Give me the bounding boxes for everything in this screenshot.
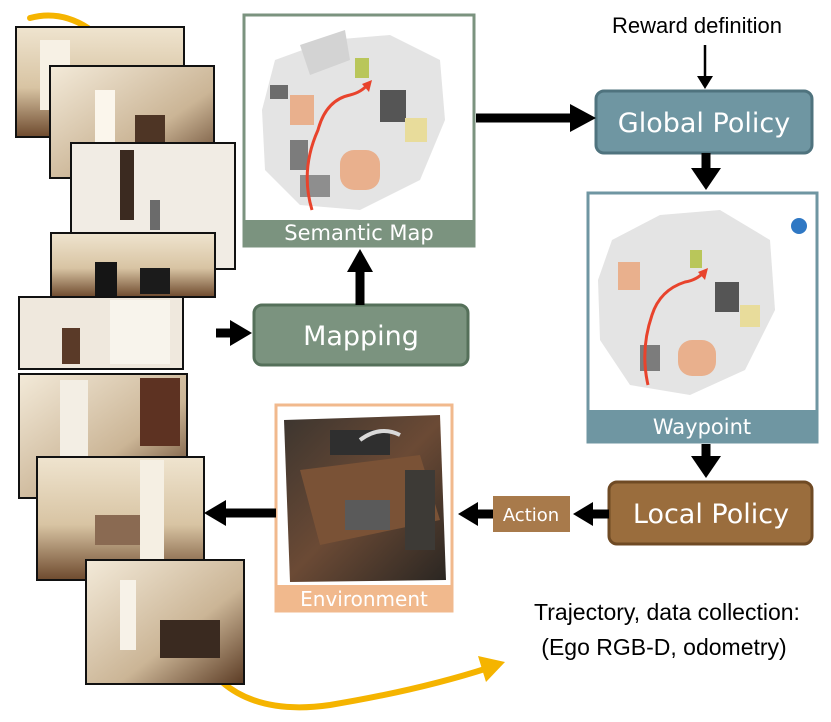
trajectory-text-line2: (Ego RGB-D, odometry) xyxy=(541,634,786,660)
mapping-label: Mapping xyxy=(303,321,419,352)
semantic-map-trajectory xyxy=(305,83,370,211)
waypoint-trajectory xyxy=(643,270,706,386)
ego-frame-4 xyxy=(50,232,216,298)
trajectory-text-line1: Trajectory, data collection: xyxy=(534,599,800,625)
environment-box xyxy=(274,403,454,613)
semantic-map-image xyxy=(262,30,445,211)
global-policy-label: Global Policy xyxy=(618,108,790,139)
action-box xyxy=(493,496,570,532)
reward-definition-label: Reward definition xyxy=(612,13,782,38)
local-policy-label: Local Policy xyxy=(633,499,789,530)
trajectory-arrowhead xyxy=(478,656,505,682)
waypoint-label: Waypoint xyxy=(653,415,751,439)
environment-image xyxy=(284,415,446,582)
environment-label: Environment xyxy=(300,587,428,611)
waypoint-box xyxy=(586,191,819,444)
ego-frame-stack xyxy=(15,26,245,685)
waypoint-map-image xyxy=(598,210,775,395)
trajectory-top-arrow xyxy=(27,12,91,31)
waypoint-goal-dot xyxy=(791,218,807,234)
semantic-map-label: Semantic Map xyxy=(284,221,434,245)
action-label: Action xyxy=(503,505,559,526)
semantic-map-box xyxy=(242,13,476,248)
trajectory-bottom-arrow xyxy=(219,665,491,711)
